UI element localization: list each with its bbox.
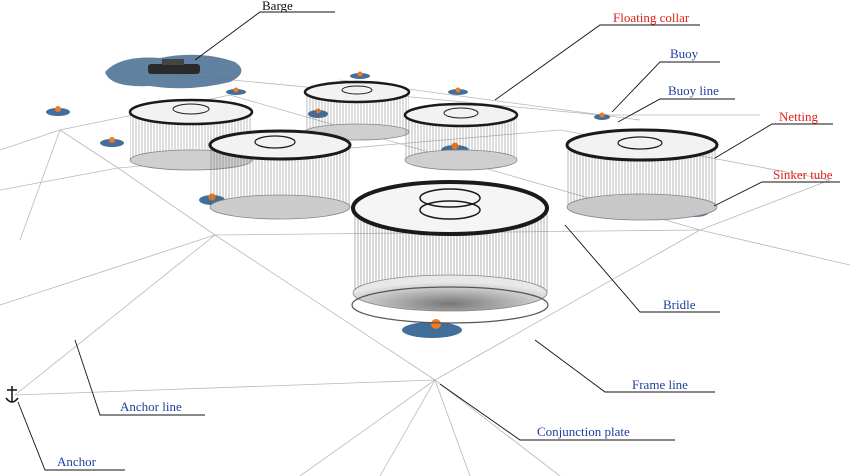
label-bridle: Bridle (663, 297, 696, 312)
label-anchor: Anchor (57, 454, 97, 469)
label-anchor-line: Anchor line (120, 399, 182, 414)
label-barge: Barge (262, 0, 293, 13)
barge (105, 54, 242, 89)
cage-back-right (403, 102, 519, 171)
label-floating-collar: Floating collar (613, 10, 690, 25)
anchor-icon (5, 386, 19, 403)
leader-lines (17, 11, 840, 471)
cage-front (351, 180, 549, 324)
label-netting: Netting (779, 109, 818, 124)
cage-back-middle (303, 80, 411, 141)
label-sinker-tube: Sinker tube (773, 167, 833, 182)
label-frame-line: Frame line (632, 377, 688, 392)
label-conjunction-plate: Conjunction plate (537, 424, 630, 439)
cage-middle-left (208, 129, 352, 220)
label-buoy: Buoy (670, 46, 699, 61)
cage-middle-right (565, 128, 719, 221)
label-buoy-line: Buoy line (668, 83, 719, 98)
